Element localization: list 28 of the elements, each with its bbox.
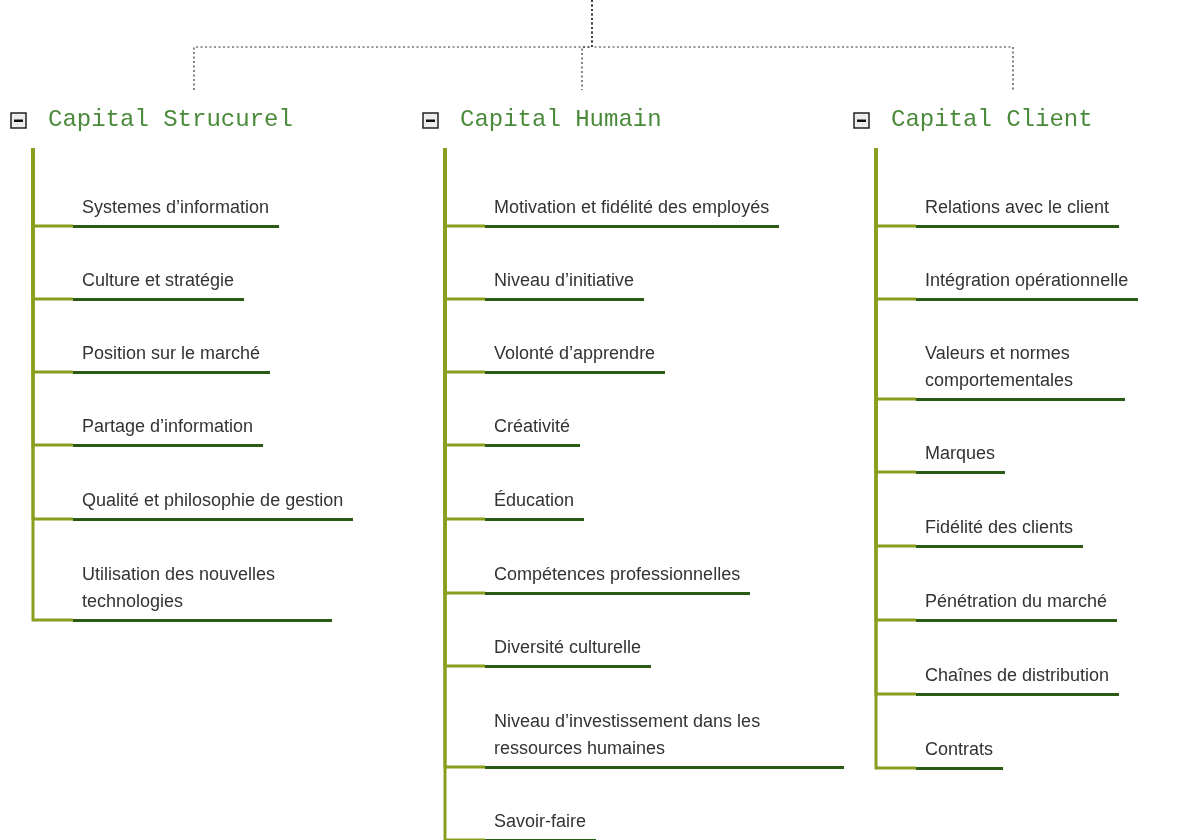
list-item: Niveau d’investissement dans les ressources humaines: [485, 707, 844, 769]
list-item: Savoir-faire: [485, 807, 597, 840]
list-item: Relations avec le client: [916, 193, 1120, 228]
list-item: Diversité culturelle: [485, 633, 652, 668]
list-item: Motivation et fidélité des employés: [485, 193, 780, 228]
list-item: Systemes d’information: [73, 193, 280, 228]
list-item: Partage d’information: [73, 412, 264, 447]
list-item: Éducation: [485, 486, 585, 521]
list-item: Culture et stratégie: [73, 266, 245, 301]
dotted-connector: [591, 0, 1014, 91]
list-item: Créativité: [485, 412, 581, 447]
list-item: Marques: [916, 439, 1006, 474]
list-item: Chaînes de distribution: [916, 661, 1120, 696]
list-item: Intégration opérationnelle: [916, 266, 1139, 301]
list-item: Niveau d’initiative: [485, 266, 645, 301]
list-item: Pénétration du marché: [916, 587, 1118, 622]
branch-heading: Capital Humain: [460, 106, 662, 134]
tree-connector: [31, 148, 73, 622]
branch-heading: Capital Client: [891, 106, 1093, 134]
list-item: Volonté d’apprendre: [485, 339, 666, 374]
list-item: Fidélité des clients: [916, 513, 1084, 548]
list-item: Qualité et philosophie de gestion: [73, 486, 354, 521]
list-item: Valeurs et normes comportementales: [916, 339, 1125, 401]
list-item: Position sur le marché: [73, 339, 271, 374]
list-item: Utilisation des nouvelles technologies: [73, 560, 332, 622]
list-item: Contrats: [916, 735, 1004, 770]
branch-heading: Capital Strucurel: [48, 106, 293, 134]
list-item: Compétences professionnelles: [485, 560, 751, 595]
